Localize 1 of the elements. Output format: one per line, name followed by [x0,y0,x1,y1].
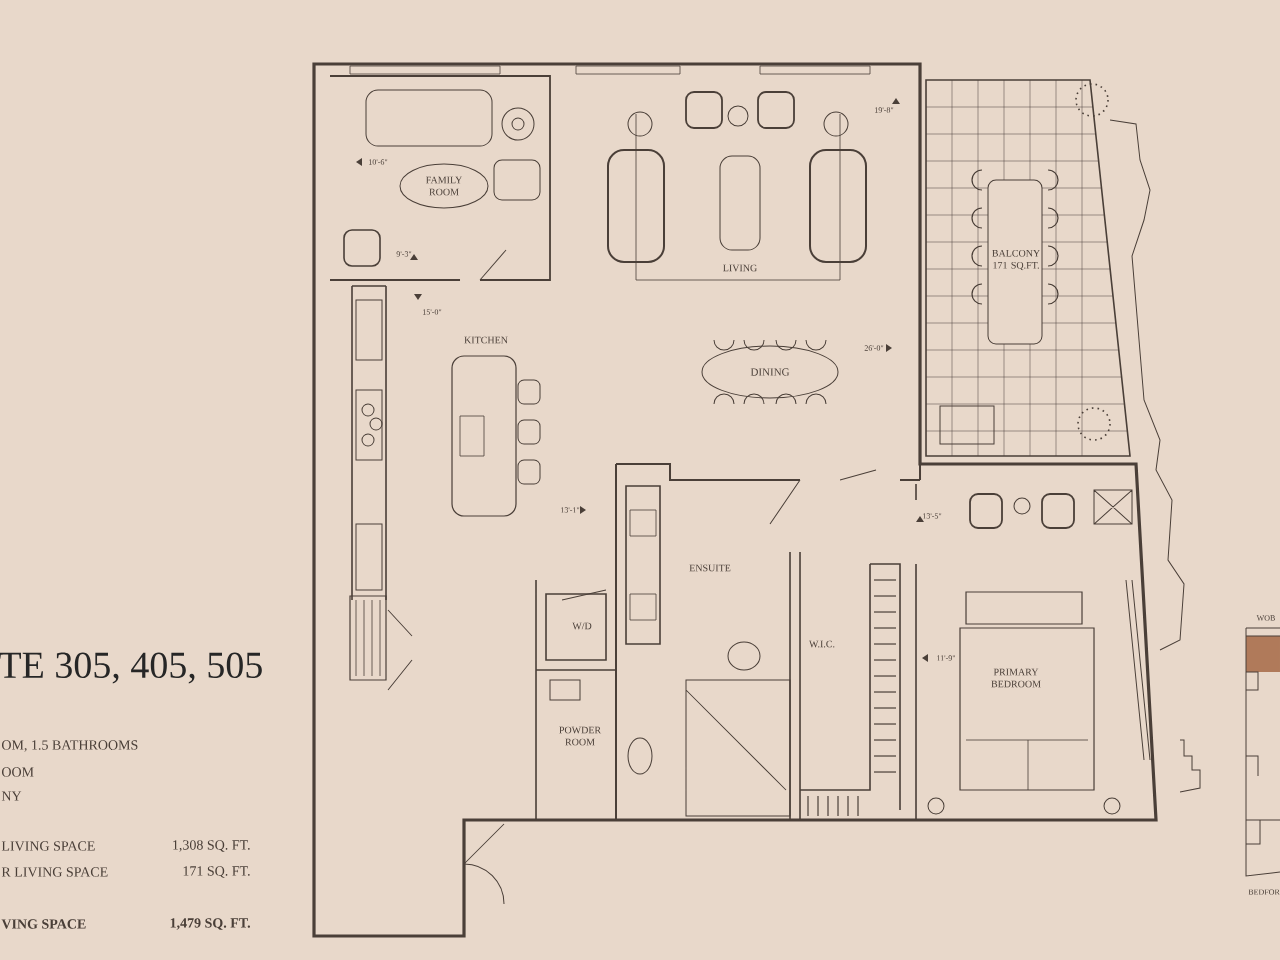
unit-title: TE 305, 405, 505 [0,652,262,684]
